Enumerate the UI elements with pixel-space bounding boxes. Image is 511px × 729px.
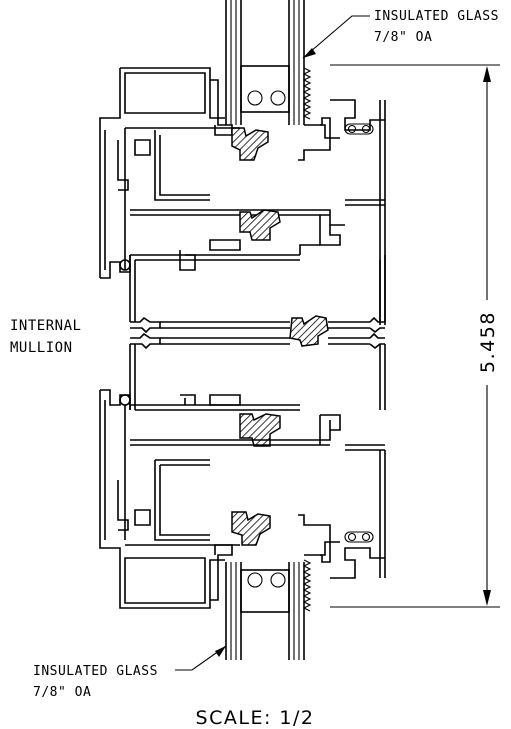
bottom-frame-extrusion	[210, 450, 386, 601]
mullion-label: INTERNAL MULLION	[10, 318, 81, 356]
top-glass-label-line2: 7/8" OA	[374, 30, 432, 45]
upper-outer-web	[100, 130, 320, 279]
mullion-label-line1: INTERNAL	[10, 318, 81, 334]
bottom-insulated-glass	[225, 559, 312, 660]
bottom-mid-thermal-break	[130, 394, 385, 451]
top-frame-extrusion	[99, 67, 386, 325]
scale-label: SCALE: 1/2	[196, 707, 315, 729]
top-insulated-glass	[225, 0, 312, 125]
bottom-glass-callout: INSULATED GLASS 7/8" OA	[33, 645, 227, 700]
top-glass-callout: INSULATED GLASS 7/8" OA	[302, 9, 499, 59]
bottom-glass-label-line2: 7/8" OA	[33, 685, 91, 700]
mullion-label-line2: MULLION	[10, 340, 73, 356]
overall-dimension: 5.458	[330, 64, 500, 608]
lower-outer-web	[99, 389, 240, 609]
mullion-center	[129, 255, 386, 411]
bottom-glass-label-line1: INSULATED GLASS	[33, 664, 158, 679]
dimension-value: 5.458	[477, 311, 499, 373]
top-glass-label-line1: INSULATED GLASS	[374, 9, 499, 24]
